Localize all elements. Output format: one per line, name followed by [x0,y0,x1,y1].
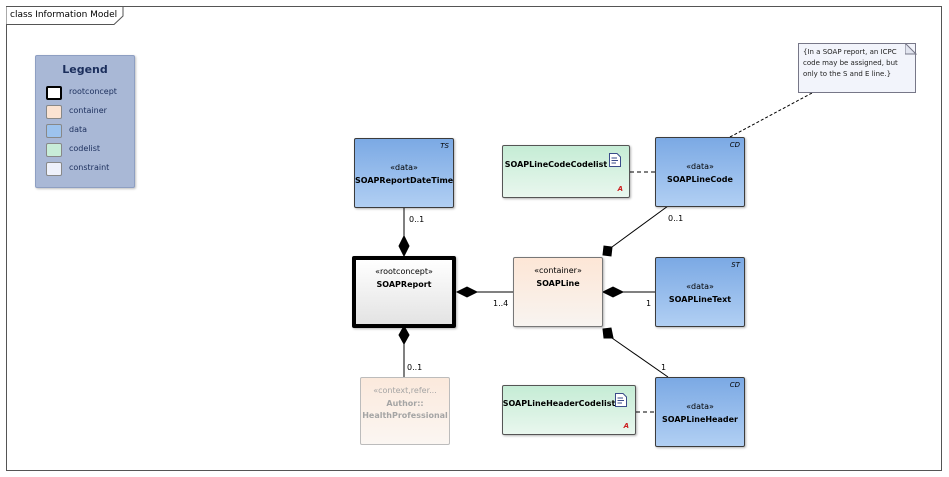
abstract-marker: A [617,185,623,193]
class-soap-line-header-codelist[interactable]: SOAPLineHeaderCodelist A [502,385,636,435]
connector-line-lineheader [611,337,669,378]
connector-line-linecode [611,205,669,248]
class-soap-line-code-codelist[interactable]: SOAPLineCodeCodelist A [502,145,630,198]
legend-swatch [46,105,62,119]
class-soap-line-header[interactable]: CD «data» SOAPLineHeader [655,377,745,447]
note-fold-corner [905,43,917,55]
stereotype-label: «data» [686,282,714,291]
codelist-icon [609,153,621,167]
diamond-line-lineheader [602,327,614,339]
class-soap-line-code[interactable]: CD «data» SOAPLineCode [655,137,745,207]
diamond-report-line [455,286,479,298]
note-line: {In a SOAP report, an ICPC [803,48,897,56]
frame-title: class Information Model [10,10,118,20]
stereotype-label: «container» [534,266,582,275]
class-soap-report-datetime[interactable]: TS «data» SOAPReportDateTime [354,138,454,208]
diamond-line-linetext [601,286,625,298]
legend-panel: Legend rootconcept container data codelist c… [35,55,135,188]
type-tag: CD [729,381,740,389]
class-name-line2: HealthProfessional [362,411,448,420]
multiplicity-line-text: 1 [646,299,652,308]
legend-swatch [46,86,62,100]
class-name: SOAPLineCode [667,175,733,184]
type-tag: CD [729,141,740,149]
diamond-report-datetime [398,234,410,258]
multiplicity-line: 1..4 [493,299,509,308]
stereotype-label: «rootconcept» [375,267,433,276]
class-name: SOAPLineHeaderCodelist [502,399,616,408]
legend-label: rootconcept [69,87,117,96]
constraint-note[interactable]: {In a SOAP report, an ICPC code may be a… [798,43,916,93]
stereotype-label: «data» [390,163,418,172]
codelist-icon [615,393,627,407]
diagram-frame [6,6,942,471]
class-name: SOAPLineText [668,295,732,304]
class-soap-line[interactable]: «container» SOAPLine [513,257,603,327]
legend-swatch [46,124,62,138]
legend-swatch [46,143,62,157]
note-line: code may be assigned, but [803,59,898,67]
legend-label: data [69,125,88,134]
frame-tab-shape [6,6,124,25]
note-line: only to the S and E line.} [803,70,892,78]
class-name-line1: Author:: [386,399,424,408]
legend-swatch [46,162,62,176]
multiplicity-line-code: 0..1 [668,214,684,223]
stereotype-label: «data» [686,162,714,171]
legend-label: constraint [69,163,110,172]
type-tag: ST [731,261,740,269]
class-name: SOAPLineCodeCodelist [504,160,608,169]
class-soap-report[interactable]: «rootconcept» SOAPReport [352,256,456,328]
class-name: SOAPReportDateTime [355,176,454,185]
legend-label: codelist [69,144,101,153]
multiplicity-line-header: 1 [661,363,667,372]
diamond-report-author [398,324,410,346]
legend-title: Legend [62,63,108,76]
stereotype-label: «context,refer... [373,386,437,395]
multiplicity-author: 0..1 [407,363,423,372]
abstract-marker: A [623,422,629,430]
connector-note [729,92,813,138]
class-soap-line-text[interactable]: ST «data» SOAPLineText [655,257,745,327]
class-name: SOAPLine [536,279,580,288]
diamond-line-linecode [602,245,613,257]
class-author-health-professional[interactable]: «context,refer... Author:: HealthProfess… [360,377,450,445]
type-tag: TS [440,142,449,150]
legend-label: container [69,106,107,115]
multiplicity-datetime: 0..1 [409,215,425,224]
stereotype-label: «data» [686,402,714,411]
class-name: SOAPLineHeader [662,415,738,424]
class-name: SOAPReport [376,280,432,289]
